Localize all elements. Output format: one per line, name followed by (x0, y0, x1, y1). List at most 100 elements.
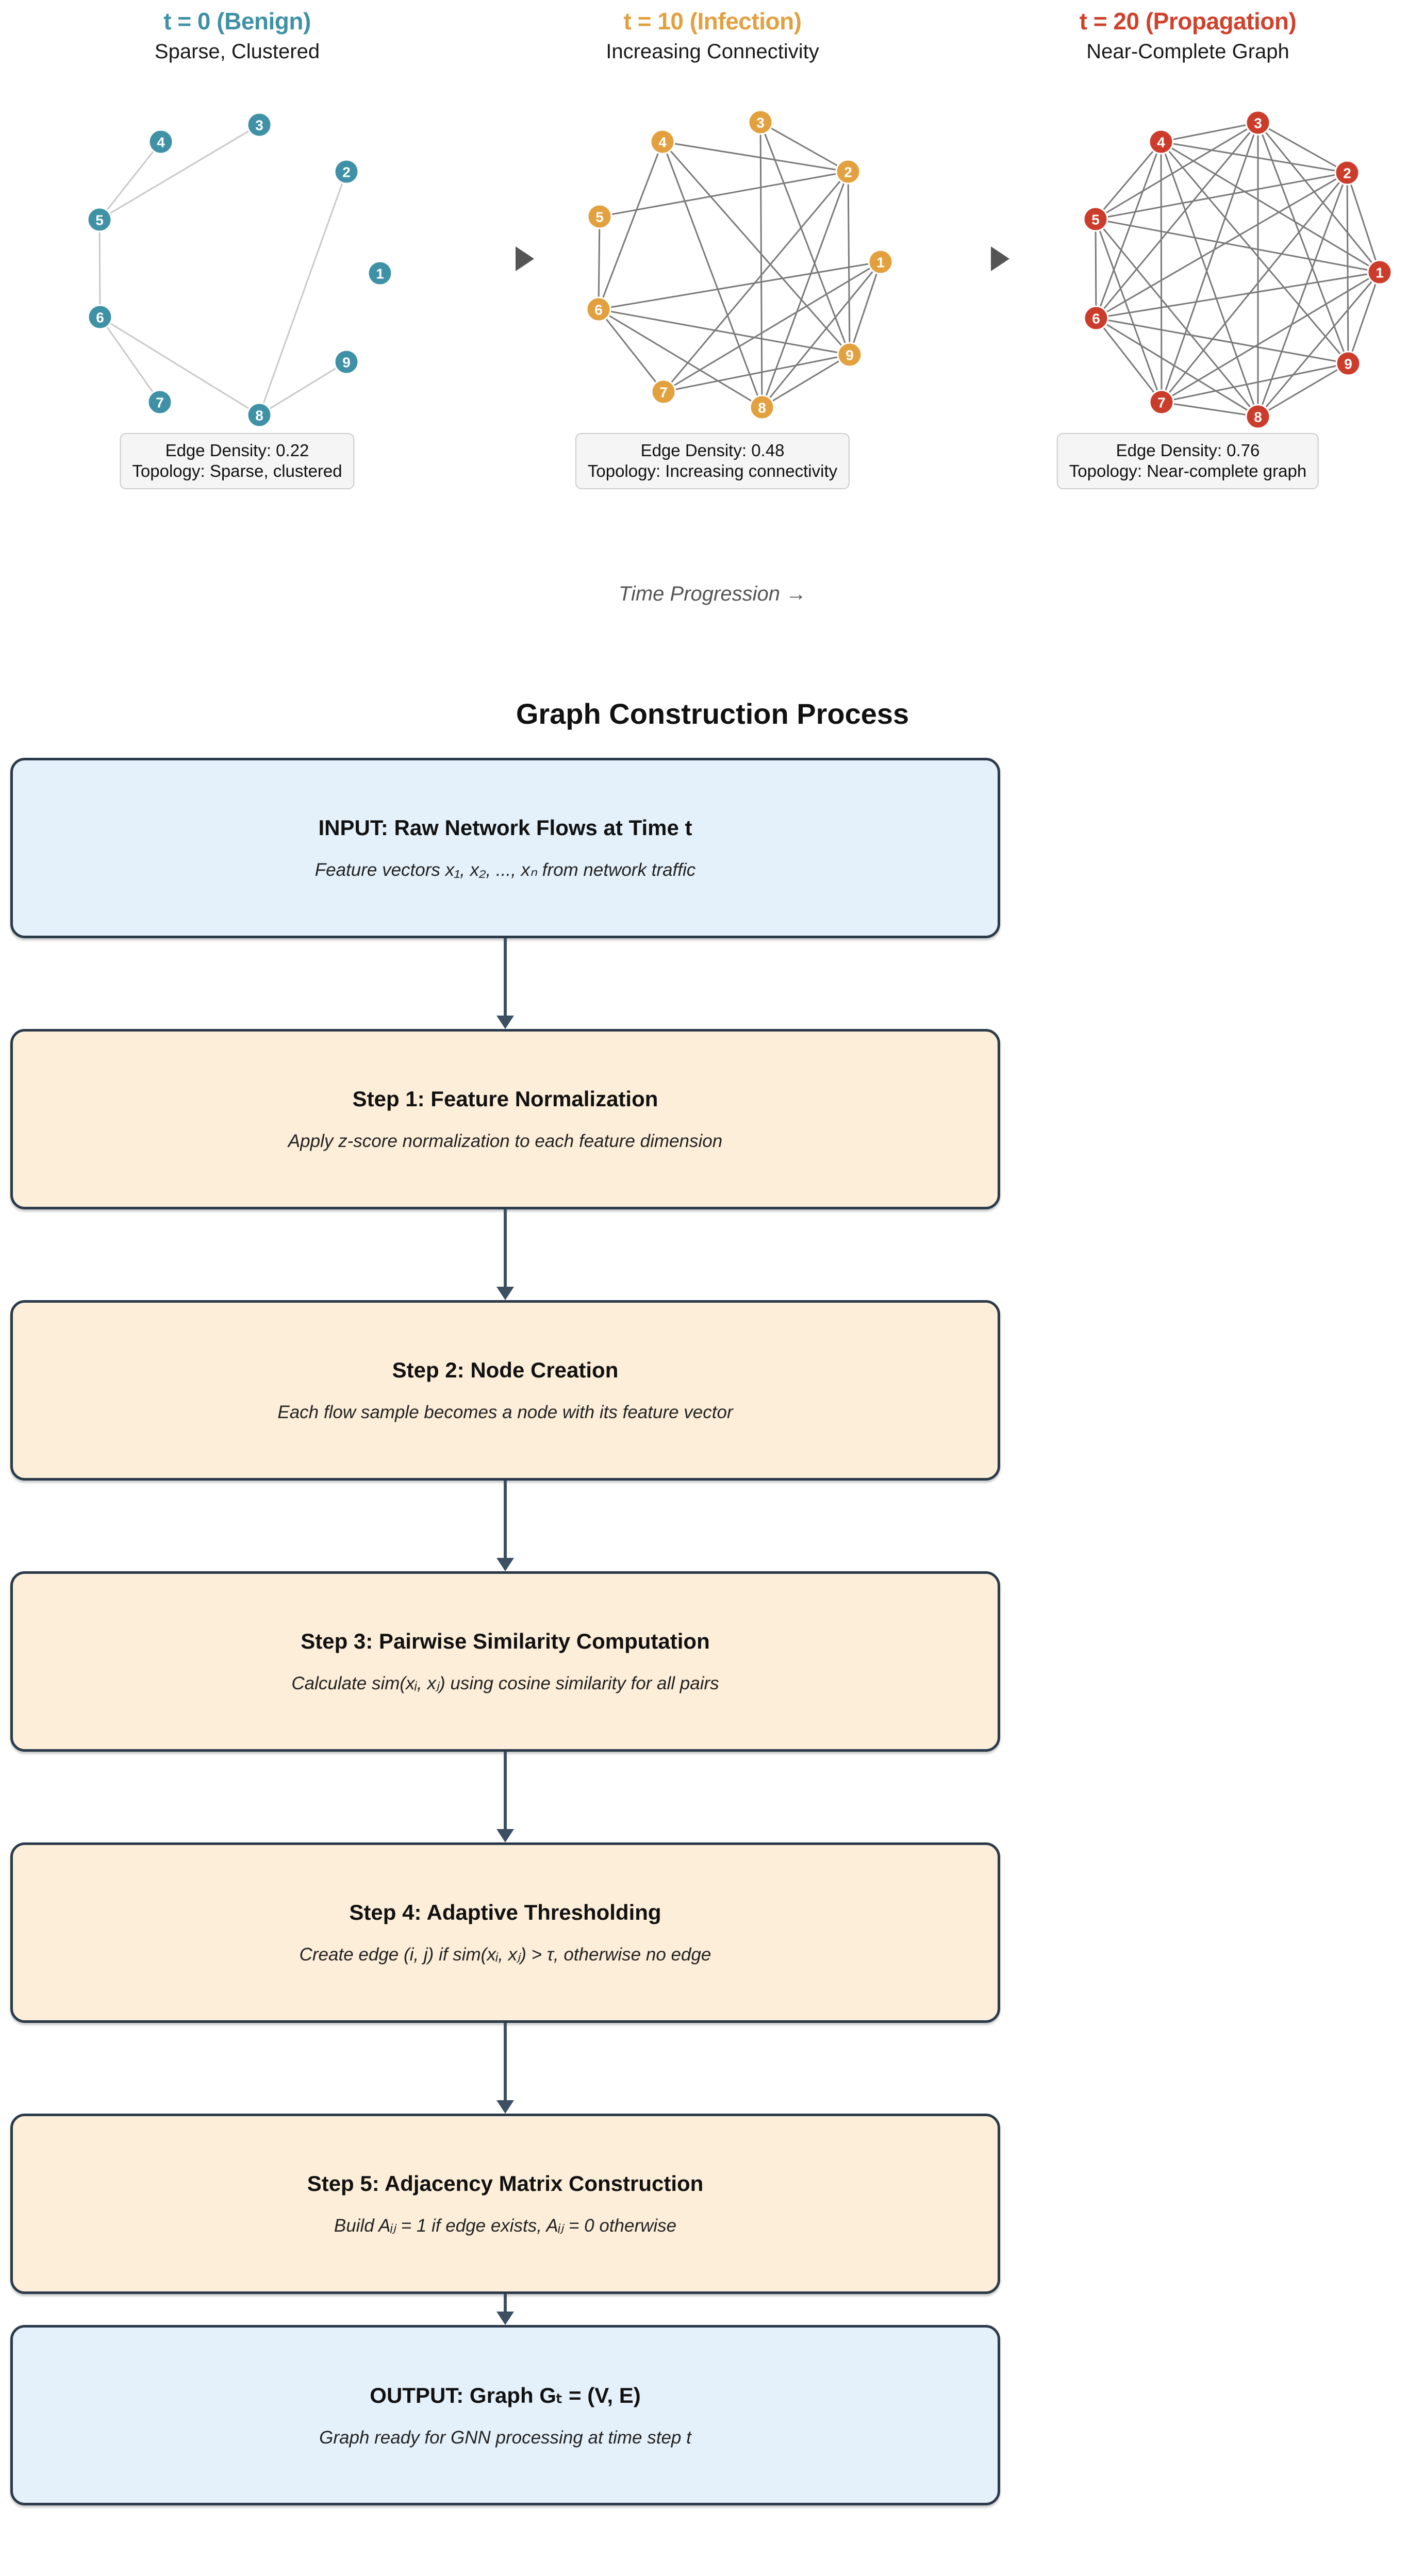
graph-edge (1095, 218, 1163, 403)
graph-evolution-panels: t = 0 (Benign) Sparse, Clustered 1 2 3 4 5 6 7… (0, 0, 1425, 541)
node-circle (148, 129, 174, 155)
graph-edge (1160, 141, 1348, 174)
node-label: 1 (876, 255, 885, 271)
graph-edge (1161, 401, 1259, 418)
graph-node-2: 2 (1334, 160, 1360, 186)
graph-node-7: 7 (651, 379, 676, 405)
graph-edge (1161, 172, 1348, 403)
graph-edge (1095, 218, 1259, 418)
node-circle (748, 109, 773, 135)
graph-edge (1095, 317, 1163, 403)
panel-title-t0: t = 0 (Benign) (163, 8, 311, 35)
graph-edge (598, 308, 851, 356)
node-circle (1148, 129, 1174, 155)
graph-edge (1095, 122, 1259, 220)
panel-subtitle-t10: Increasing Connectivity (606, 40, 819, 63)
node-label: 5 (1091, 212, 1100, 228)
topology-label-t10: Topology: Increasing connectivity (587, 461, 838, 481)
node-label: 9 (1344, 356, 1352, 372)
topology-label-t0: Topology: Sparse, clustered (132, 461, 342, 481)
graph-edge (1347, 271, 1381, 364)
node-circle (246, 112, 272, 138)
graph-node-8: 8 (749, 394, 775, 420)
node-label: 9 (846, 347, 854, 363)
arrow-head (496, 2312, 514, 2325)
node-circle (1367, 259, 1393, 285)
play-triangle-icon-2 (991, 246, 1009, 271)
arrow-shaft (504, 938, 507, 1016)
graph-edge (1346, 172, 1349, 364)
graph-node-2: 2 (334, 159, 359, 185)
graph-edge (1161, 362, 1349, 403)
graph-edge (1095, 271, 1381, 319)
node-label: 1 (376, 266, 384, 282)
arrow-head (496, 2100, 514, 2114)
graph-node-1: 1 (1367, 259, 1393, 285)
node-circle (650, 129, 675, 155)
node-circle (1083, 206, 1108, 232)
graph-edge (1257, 172, 1348, 418)
flow-box-title: Step 1: Feature Normalization (352, 1087, 658, 1111)
node-label: 8 (758, 400, 766, 416)
graph-edge (1095, 141, 1162, 319)
node-label: 8 (255, 408, 263, 424)
arrow-head (496, 1287, 514, 1300)
graph-edge (661, 141, 851, 356)
flow-box-description: Graph ready for GNN processing at time s… (319, 2427, 691, 2448)
arrow-shaft (504, 1209, 507, 1287)
flow-box-description: Each flow sample becomes a node with its… (277, 1402, 733, 1422)
graph-edge (598, 308, 763, 408)
node-circle (587, 204, 612, 229)
graph-edge (1257, 122, 1381, 273)
flow-box-description: Feature vectors x₁, x₂, ..., xₙ from net… (314, 860, 696, 880)
panel-subtitle-t0: Sparse, Clustered (154, 40, 320, 63)
graph-node-6: 6 (87, 304, 113, 330)
graph-edge (1160, 141, 1381, 273)
node-label: 4 (658, 135, 667, 151)
node-circle (835, 159, 861, 185)
arrow-shaft (504, 2294, 507, 2312)
edge-density-label-t0: Edge Density: 0.22 (165, 441, 309, 460)
flow-box-description: Apply z-score normalization to each feat… (288, 1131, 723, 1151)
node-label: 2 (844, 164, 852, 180)
graph-edge (761, 261, 882, 408)
graph-node-9: 9 (334, 349, 359, 375)
node-circle (1245, 404, 1271, 429)
graph-edge (1160, 122, 1259, 143)
node-label: 5 (595, 209, 604, 225)
graph-edge (1095, 317, 1259, 418)
graph-edge (849, 261, 882, 356)
node-label: 1 (1376, 265, 1384, 281)
edge-density-label-t20: Edge Density: 0.76 (1116, 441, 1260, 460)
graph-panel-t20: t = 20 (Propagation) Near-Complete Graph… (951, 0, 1425, 516)
node-circle (1245, 110, 1271, 136)
graph-edge (598, 308, 665, 393)
graph-node-6: 6 (1083, 305, 1109, 331)
arrow-head (496, 1016, 514, 1029)
graph-node-4: 4 (148, 129, 174, 155)
node-circle (837, 342, 863, 368)
stat-box-t20: Edge Density: 0.76 Topology: Near-comple… (1056, 433, 1319, 489)
graph-node-7: 7 (147, 389, 173, 415)
graph-panel-t10: t = 10 (Infection) Increasing Connectivi… (475, 0, 950, 516)
node-circle (749, 394, 775, 420)
arrow-shaft (504, 1481, 507, 1558)
flow-box-description: Calculate sim(xᵢ, xⱼ) using cosine simil… (291, 1673, 719, 1693)
flowchart-title: Graph Construction Process (516, 697, 909, 730)
graph-edge (847, 171, 851, 356)
graph-edge (258, 171, 347, 416)
node-label: 3 (756, 115, 765, 131)
graph-edge (761, 354, 851, 408)
node-label: 3 (1254, 115, 1262, 131)
graph-edge (1095, 172, 1348, 220)
graph-edge (1160, 141, 1259, 418)
graph-edge (1257, 122, 1349, 364)
